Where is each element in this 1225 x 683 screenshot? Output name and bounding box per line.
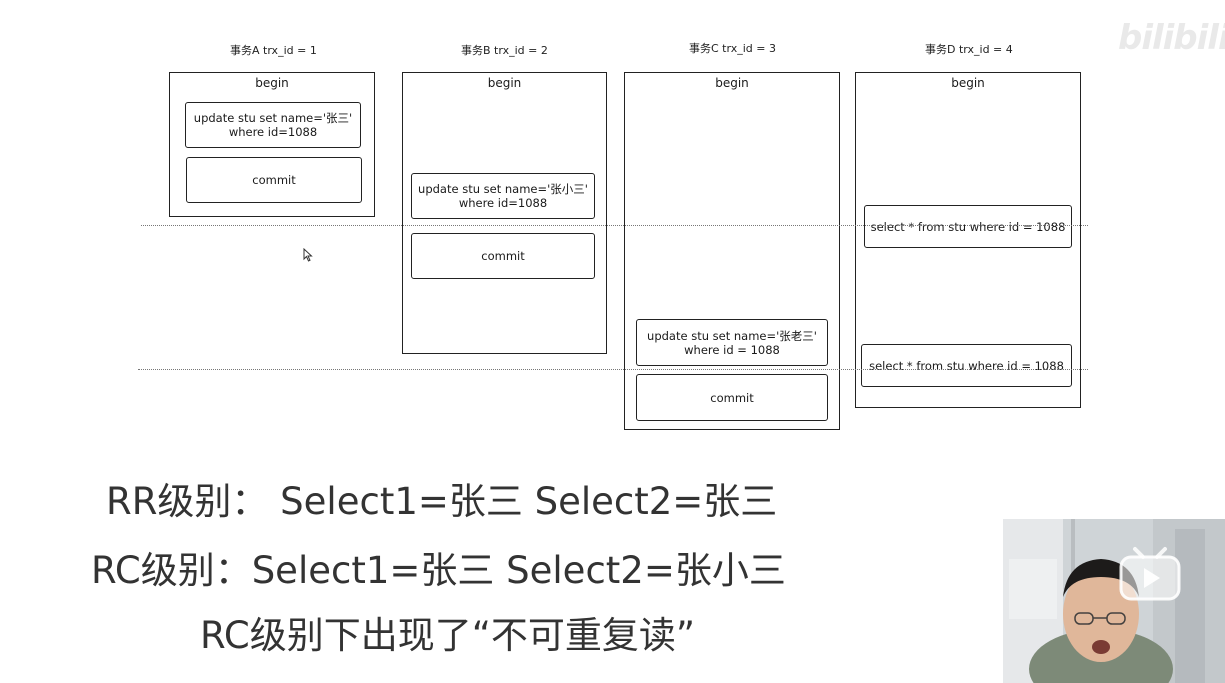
tx-c-box: begin update stu set name='张老三' where id… xyxy=(624,72,840,430)
tx-b-commit: commit xyxy=(411,233,595,279)
tx-d-box: begin select * from stu where id = 1088 … xyxy=(855,72,1081,408)
tx-c-update-line1: update stu set name='张老三' xyxy=(647,328,817,343)
caption-rc: RC级别：Select1=张三 Select2=张小三 xyxy=(91,549,786,592)
tx-c-commit-label: commit xyxy=(710,390,754,405)
webcam-overlay xyxy=(1003,519,1225,683)
tx-a-update-line1: update stu set name='张三' xyxy=(193,111,353,125)
mouse-pointer-icon xyxy=(303,248,313,262)
caption-conclusion: RC级别下出现了“不可重复读” xyxy=(200,614,696,657)
tx-a-begin: begin xyxy=(255,76,289,90)
tx-b-commit-label: commit xyxy=(481,249,525,263)
bilibili-logo: bilibili xyxy=(1118,18,1225,58)
tx-b-update-line1: update stu set name='张小三' xyxy=(418,182,588,196)
tx-b-box: begin update stu set name='张小三' where id… xyxy=(402,72,607,354)
tx-d-select-2-label: select * from stu where id = 1088 xyxy=(869,358,1064,373)
tx-a-update: update stu set name='张三' where id=1088 xyxy=(185,102,361,148)
webcam-scene xyxy=(1003,519,1225,683)
tx-b-begin: begin xyxy=(487,76,522,90)
tx-a-commit: commit xyxy=(186,157,362,203)
tx-d-select-2: select * from stu where id = 1088 xyxy=(861,344,1072,387)
tx-b-update: update stu set name='张小三' where id=1088 xyxy=(411,173,595,219)
play-icon[interactable] xyxy=(1117,543,1183,603)
tx-d-select-1: select * from stu where id = 1088 xyxy=(864,205,1072,248)
tx-c-begin: begin xyxy=(715,76,749,90)
tx-a-commit-label: commit xyxy=(252,173,296,187)
tx-b-update-line2: where id=1088 xyxy=(458,196,548,210)
tx-d-header: 事务D trx_id = 4 xyxy=(925,43,1013,56)
tx-c-update: update stu set name='张老三' where id = 108… xyxy=(636,319,828,366)
tx-d-begin: begin xyxy=(951,76,985,90)
timeline-marker-1 xyxy=(141,225,1088,226)
tx-c-header: 事务C trx_id = 3 xyxy=(689,42,776,55)
tx-b-header: 事务B trx_id = 2 xyxy=(461,44,548,57)
tx-a-header: 事务A trx_id = 1 xyxy=(230,44,317,57)
tx-d-select-1-label: select * from stu where id = 1088 xyxy=(870,219,1066,234)
tx-c-update-line2: where id = 1088 xyxy=(684,342,780,357)
tx-a-update-line2: where id=1088 xyxy=(228,125,318,139)
tx-a-box: begin update stu set name='张三' where id=… xyxy=(169,72,375,217)
caption-rr: RR级别： Select1=张三 Select2=张三 xyxy=(106,480,778,523)
tx-c-commit: commit xyxy=(636,374,828,421)
timeline-marker-2 xyxy=(138,369,1088,370)
